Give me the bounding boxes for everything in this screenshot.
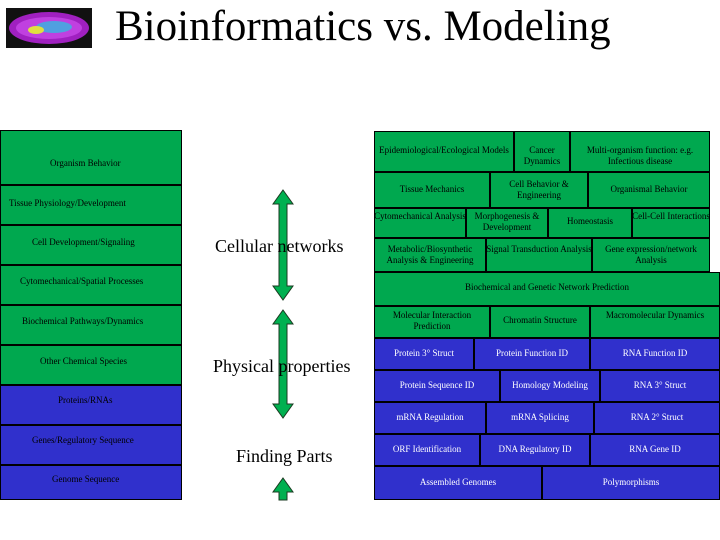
left-block-cytomech <box>0 265 182 305</box>
right-text-protein-function: Protein Function ID <box>496 348 568 358</box>
right-box-metabolic <box>374 238 486 272</box>
left-block-proteins <box>0 385 182 425</box>
page-title: Bioinformatics vs. Modeling <box>115 3 611 50</box>
right-text-epidemiological: Epidemiological/Ecological Models <box>379 145 509 155</box>
right-text-gene-expression: Gene expression/network Analysis <box>605 244 697 265</box>
right-box-polymorphisms <box>542 466 720 500</box>
right-text-homology: Homology Modeling <box>512 380 588 390</box>
right-text-chromatin: Chromatin Structure <box>503 315 577 325</box>
right-text-polymorphisms: Polymorphisms <box>602 477 660 487</box>
right-box-molecular-interaction <box>374 306 490 338</box>
right-text-tissue-mech: Tissue Mechanics <box>399 184 465 194</box>
right-box-multiorganism <box>570 131 710 172</box>
right-text-organismal: Organismal Behavior <box>610 184 688 194</box>
arrow-cellular-networks <box>272 189 294 301</box>
right-text-orf: ORF Identification <box>392 444 462 454</box>
label-cellular-networks: Cellular networks <box>215 236 344 256</box>
left-label-biochem: Biochemical Pathways/Dynamics <box>22 316 144 326</box>
right-text-protein-sequence: Protein Sequence ID <box>399 380 475 390</box>
left-stack <box>0 130 182 500</box>
right-box-rna-function <box>590 338 720 370</box>
right-box-protein-function <box>474 338 590 370</box>
bacterium-logo-image <box>6 8 92 48</box>
left-label-genes: Genes/Regulatory Sequence <box>32 435 134 445</box>
right-box-morphogenesis <box>466 208 548 238</box>
left-label-genome: Genome Sequence <box>52 474 120 484</box>
arrow-physical-properties <box>272 309 294 419</box>
right-box-tissue-mech <box>374 172 490 208</box>
right-box-protein-3struct <box>374 338 474 370</box>
right-box-rna-3struct <box>600 370 720 402</box>
right-text-cell-cell: Cell-Cell Interactions <box>632 211 710 221</box>
left-label-proteins: Proteins/RNAs <box>58 395 113 405</box>
left-block-genes <box>0 425 182 465</box>
left-block-tissue <box>0 185 182 225</box>
right-text-signal: Signal Transduction Analysis <box>486 244 592 254</box>
left-label-tissue: Tissue Physiology/Development <box>9 198 126 208</box>
right-box-cancer <box>514 131 570 172</box>
right-text-homeostasis: Homeostasis <box>567 216 613 226</box>
label-finding-parts: Finding Parts <box>236 446 333 466</box>
right-box-signal <box>486 238 592 272</box>
right-text-rna-3struct: RNA 3° Struct <box>633 380 687 390</box>
right-box-gene-expression <box>592 238 710 272</box>
right-text-mrna-splicing: mRNA Splicing <box>511 412 569 422</box>
left-block-cell-dev <box>0 225 182 265</box>
right-box-orf <box>374 434 480 466</box>
right-box-dna-regulatory <box>480 434 590 466</box>
right-text-rna-2struct: RNA 2° Struct <box>630 412 684 422</box>
right-text-macromolecular: Macromolecular Dynamics <box>605 310 705 320</box>
right-box-cytomech-analysis <box>374 208 466 238</box>
left-block-genome <box>0 465 182 500</box>
right-box-cell-cell <box>632 208 710 238</box>
right-text-assembled: Assembled Genomes <box>419 477 497 487</box>
right-box-mrna-regulation <box>374 402 486 434</box>
left-label-organism: Organism Behavior <box>50 158 121 168</box>
label-physical-properties: Physical properties <box>213 356 351 376</box>
right-text-cancer: Cancer Dynamics <box>523 145 561 166</box>
right-text-metabolic: Metabolic/Biosynthetic Analysis & Engine… <box>386 244 474 265</box>
right-text-network-prediction: Biochemical and Genetic Network Predicti… <box>465 282 629 292</box>
right-text-morphogenesis: Morphogenesis & Development <box>474 211 540 232</box>
right-box-macromolecular <box>590 306 720 338</box>
right-box-assembled <box>374 466 542 500</box>
right-text-mrna-regulation: mRNA Regulation <box>396 412 464 422</box>
right-box-network-prediction <box>374 272 720 306</box>
right-box-rna-gene <box>590 434 720 466</box>
arrow-finding-parts <box>272 477 294 501</box>
right-box-organismal <box>588 172 710 208</box>
right-text-protein-3struct: Protein 3° Struct <box>393 348 455 358</box>
right-text-molecular-interaction: Molecular Interaction Prediction <box>392 310 472 331</box>
right-text-cell-behavior: Cell Behavior & Engineering <box>509 179 569 200</box>
left-block-biochem <box>0 305 182 345</box>
right-box-protein-sequence <box>374 370 500 402</box>
left-label-cytomech: Cytomechanical/Spatial Processes <box>20 276 144 286</box>
right-text-cytomech-analysis: Cytomechanical Analysis <box>374 211 466 221</box>
right-box-chromatin <box>490 306 590 338</box>
right-box-epidemiological <box>374 131 514 172</box>
right-box-homology <box>500 370 600 402</box>
right-text-multiorganism: Multi-organism function: e.g. Infectious… <box>586 145 694 166</box>
right-box-homeostasis <box>548 208 632 238</box>
left-block-organism <box>0 130 182 185</box>
right-text-dna-regulatory: DNA Regulatory ID <box>498 444 572 454</box>
left-block-chemical <box>0 345 182 385</box>
left-label-cell-dev: Cell Development/Signaling <box>32 237 135 247</box>
left-label-chemical: Other Chemical Species <box>40 356 127 366</box>
right-text-rna-function: RNA Function ID <box>622 348 688 358</box>
right-box-cell-behavior <box>490 172 588 208</box>
right-box-rna-2struct <box>594 402 720 434</box>
right-box-mrna-splicing <box>486 402 594 434</box>
right-text-rna-gene: RNA Gene ID <box>629 444 681 454</box>
